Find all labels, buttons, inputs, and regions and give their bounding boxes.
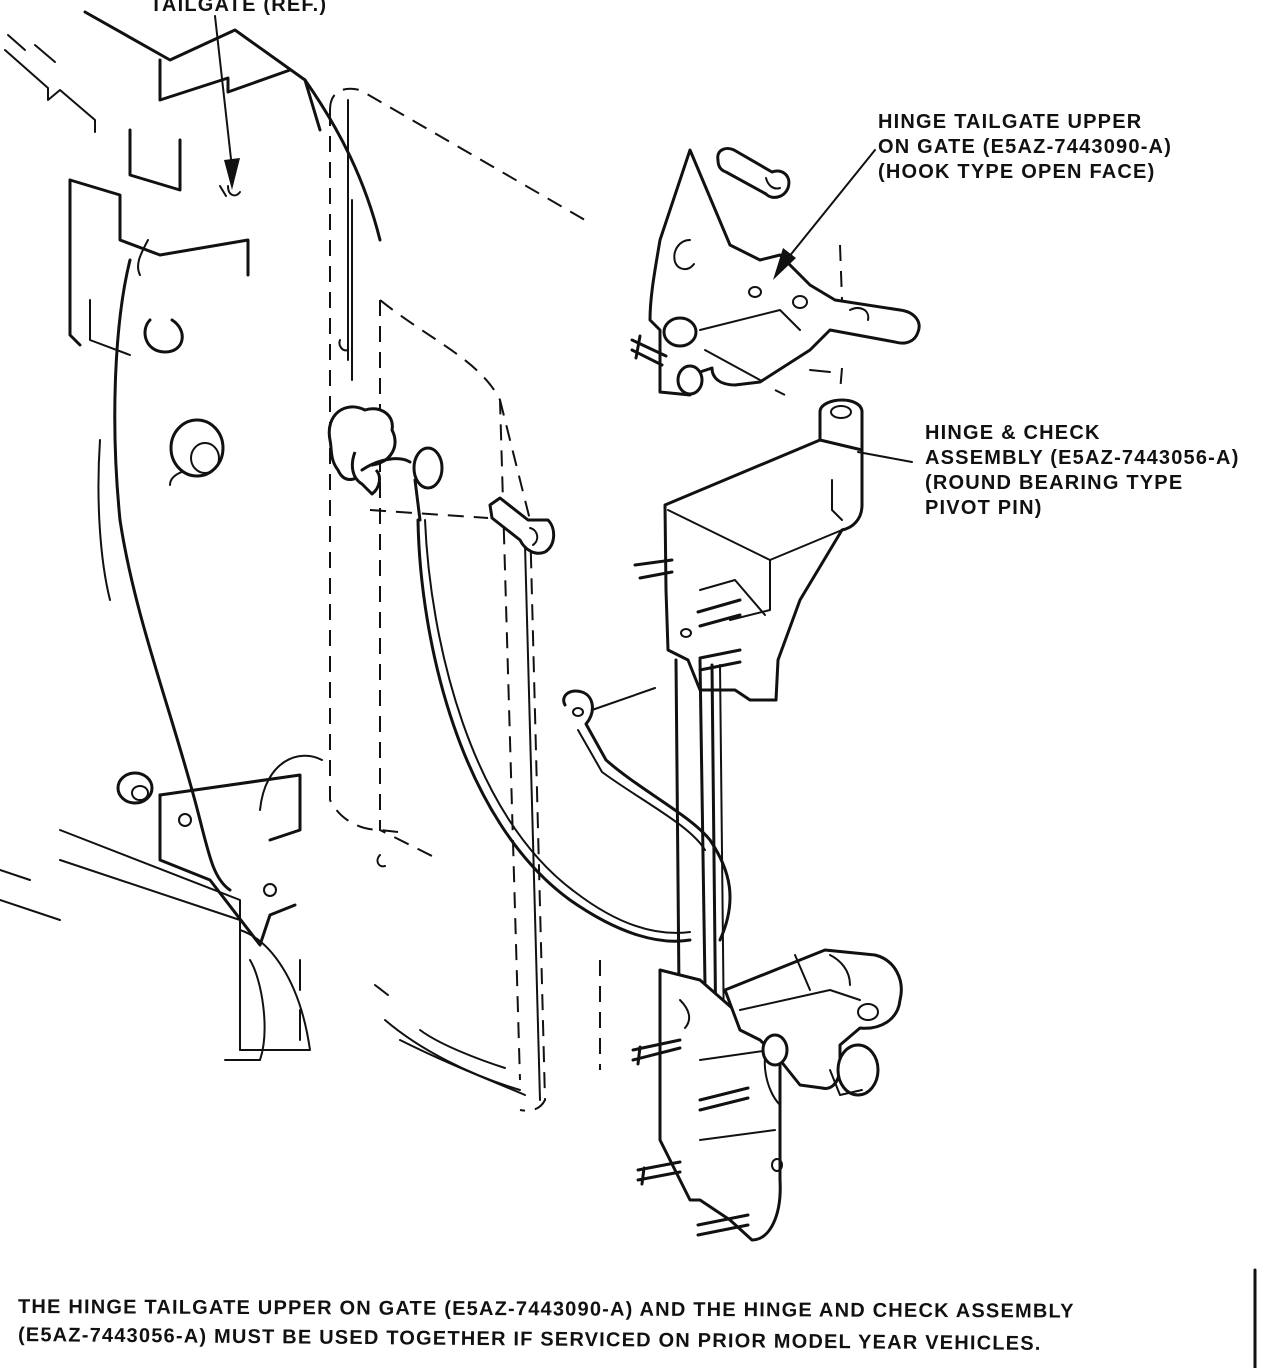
label-line: HINGE & CHECK <box>925 422 1101 444</box>
label-line: ON GATE (E5AZ-7443090-A) <box>878 136 1173 158</box>
label-hinge-check-assembly: HINGE & CHECK ASSEMBLY (E5AZ-7443056-A) … <box>925 421 1240 521</box>
label-tailgate-ref: TAILGATE (REF.) <box>150 0 327 18</box>
label-upper-hinge: HINGE TAILGATE UPPER ON GATE (E5AZ-74430… <box>878 110 1172 185</box>
label-line: (ROUND BEARING TYPE <box>925 472 1184 494</box>
hinge-and-check-assembly <box>631 398 903 1242</box>
support-cable <box>327 405 732 943</box>
vehicle-body-structure <box>0 10 526 1096</box>
callout-arrows <box>214 15 913 463</box>
label-line: TAILGATE (REF.) <box>150 0 328 16</box>
label-line: PIVOT PIN) <box>925 497 1043 519</box>
label-line: (HOOK TYPE OPEN FACE) <box>878 161 1156 183</box>
body-bushings <box>116 418 225 805</box>
label-line: HINGE TAILGATE UPPER <box>878 111 1143 133</box>
service-note-line: THE HINGE TAILGATE UPPER ON GATE (E5AZ-7… <box>17 1296 1075 1323</box>
service-note: THE HINGE TAILGATE UPPER ON GATE (E5AZ-7… <box>17 1293 1075 1355</box>
tailgate-panel-outline <box>224 87 601 1112</box>
arrow-head-tailgate <box>224 158 240 190</box>
label-line: ASSEMBLY (E5AZ-7443056-A) <box>925 447 1240 469</box>
alignment-leader-lines <box>369 244 843 519</box>
arrow-head-upper-hinge <box>773 248 796 280</box>
upper-hinge-on-gate <box>630 146 921 397</box>
